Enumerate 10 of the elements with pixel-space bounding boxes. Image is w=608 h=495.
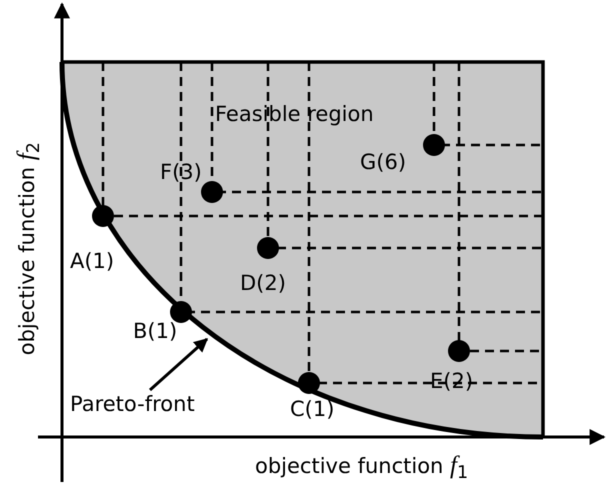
point-label: B(1): [133, 320, 178, 344]
leader-arrow: [149, 338, 208, 392]
point-label: C(1): [290, 398, 334, 422]
point-label: A(1): [70, 250, 114, 274]
point-label: G(6): [360, 151, 406, 174]
curve-label: Pareto-front: [70, 393, 195, 416]
point-label: F(3): [160, 161, 202, 184]
axis-title: objective function f$_{1}$: [255, 452, 468, 484]
region-label: Feasible region: [215, 103, 374, 126]
point-label: D(2): [240, 272, 286, 296]
